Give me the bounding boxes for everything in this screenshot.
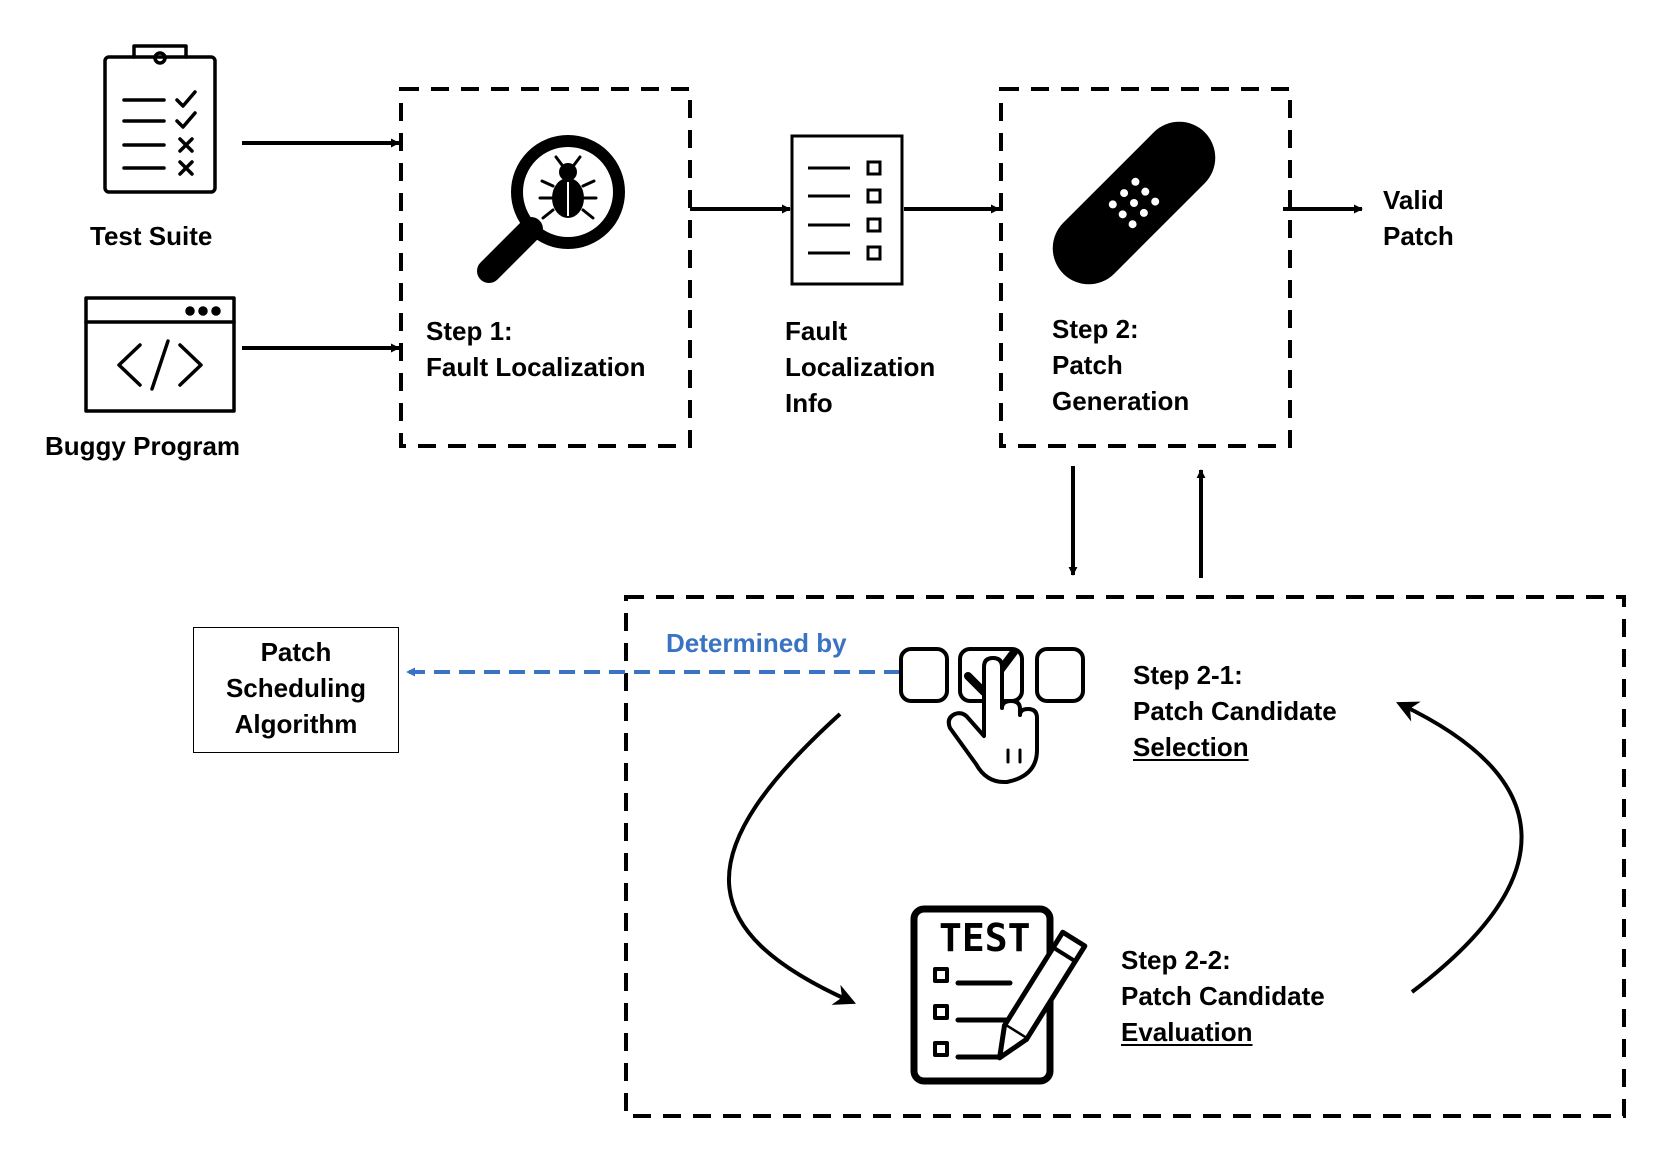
fault-info-line3: Info xyxy=(785,388,833,418)
buggy-program-label: Buggy Program xyxy=(45,428,240,464)
test-suite-text: Test Suite xyxy=(90,221,213,251)
determined-by-label: Determined by xyxy=(666,625,847,661)
code-window-icon xyxy=(84,296,236,413)
checkbox-select-hand-icon xyxy=(899,647,1085,784)
step2-line2: Patch xyxy=(1052,350,1123,380)
step2-label: Step 2: Patch Generation xyxy=(1052,311,1189,419)
fault-info-line2: Localization xyxy=(785,352,936,382)
step2-2-label: Step 2-2: Patch Candidate Evaluation xyxy=(1121,942,1325,1050)
valid-patch-label: Valid Patch xyxy=(1383,182,1454,254)
test-suite-label: Test Suite xyxy=(90,218,212,254)
step1-name: Fault Localization xyxy=(426,352,646,382)
patch-scheduling-box xyxy=(193,627,399,753)
scheduling-line3: Algorithm xyxy=(234,709,358,739)
valid-patch-line1: Valid xyxy=(1383,185,1444,215)
scheduling-line2: Scheduling xyxy=(225,673,367,703)
step2-title: Step 2: xyxy=(1052,314,1139,344)
step2-1-line2: Patch Candidate xyxy=(1133,696,1337,726)
step1-dashed-box xyxy=(399,87,692,448)
curve-evaluation-to-selection xyxy=(1396,701,1524,994)
step2-2-line3: Evaluation xyxy=(1121,1017,1253,1047)
step2-1-label: Step 2-1: Patch Candidate Selection xyxy=(1133,657,1337,765)
bandage-icon xyxy=(1052,121,1216,285)
magnifier-bug-icon xyxy=(477,135,625,283)
document-list-icon xyxy=(790,134,904,286)
fault-info-label: Fault Localization Info xyxy=(785,313,935,421)
step2-1-line3: Selection xyxy=(1133,732,1249,762)
step2-sub-dashed-box xyxy=(624,595,1626,1118)
step2-1-title: Step 2-1: xyxy=(1133,660,1243,690)
step2-2-line2: Patch Candidate xyxy=(1121,981,1325,1011)
fault-info-line1: Fault xyxy=(785,316,848,346)
buggy-program-text: Buggy Program xyxy=(45,431,241,461)
step2-dashed-box xyxy=(999,87,1292,448)
test-sheet-pencil-icon: TEST xyxy=(910,905,1088,1085)
scheduling-line1: Patch xyxy=(260,637,332,667)
step2-2-title: Step 2-2: xyxy=(1121,945,1231,975)
step1-label: Step 1: Fault Localization xyxy=(426,313,646,385)
step1-title: Step 1: xyxy=(426,316,513,346)
determined-by-text: Determined by xyxy=(666,628,847,658)
valid-patch-line2: Patch xyxy=(1383,221,1454,251)
test-sheet-title: TEST xyxy=(939,916,1031,960)
curve-selection-to-evaluation xyxy=(727,712,857,1005)
patch-scheduling-label: Patch Scheduling Algorithm xyxy=(193,634,399,742)
step2-line3: Generation xyxy=(1052,386,1190,416)
clipboard-checklist-icon xyxy=(103,44,217,194)
